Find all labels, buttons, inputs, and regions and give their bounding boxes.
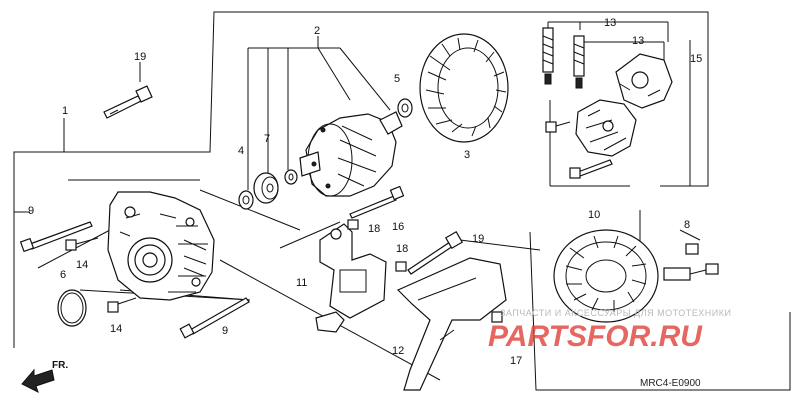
callout-6: 6 (60, 269, 66, 281)
frame-lines (13, 11, 791, 391)
callout-12: 12 (392, 345, 404, 357)
alternator-front-housing (553, 229, 659, 323)
screw-14-lower (107, 297, 137, 313)
regulator-assembly-10 (545, 99, 637, 179)
callout-15: 15 (690, 53, 702, 65)
bearing-7 (253, 172, 279, 204)
callout-8: 8 (684, 219, 690, 231)
cover-12 (396, 257, 507, 391)
watermark-caption: ЗАПЧАСТИ И АКСЕССУАРЫ ДЛЯ МОТОТЕХНИКИ (500, 308, 731, 318)
nut-17 (491, 311, 503, 323)
brush-13-a (542, 27, 554, 85)
bracket-11 (315, 223, 387, 333)
callout-14-lower: 14 (110, 323, 122, 335)
callout-14-upper: 14 (76, 259, 88, 271)
terminal-8 (663, 243, 719, 281)
callout-10: 10 (588, 209, 600, 221)
screw-18-lower (395, 261, 407, 272)
callout-3: 3 (464, 149, 470, 161)
bolt-9-left (19, 221, 93, 253)
o-ring-6 (57, 289, 87, 327)
callout-13-top: 13 (604, 17, 616, 29)
callout-labels: 1 2 3 4 5 6 7 8 9 9 10 11 12 13 13 14 14… (28, 17, 702, 367)
bolt-19-middle (407, 230, 464, 275)
callout-11: 11 (296, 277, 307, 289)
callout-5: 5 (394, 73, 400, 85)
watermark-logo: PARTSFOR.RU (488, 320, 703, 353)
screw-14-upper (65, 237, 99, 251)
callout-9-lower: 9 (222, 325, 228, 337)
bearing-4 (238, 190, 254, 210)
watermark: ЗАПЧАСТИ И АКСЕССУАРЫ ДЛЯ МОТОТЕХНИКИ PA… (488, 308, 731, 353)
callout-4: 4 (238, 145, 244, 157)
callout-18-lower: 18 (396, 243, 408, 255)
callout-19-middle: 19 (472, 233, 484, 245)
front-direction-arrow: FR. (21, 360, 68, 393)
callout-16: 16 (392, 221, 404, 233)
rotor-assembly (299, 111, 403, 197)
callout-19-top: 19 (134, 51, 146, 63)
collar-small (284, 169, 298, 185)
callout-1: 1 (62, 105, 68, 117)
bolt-16 (349, 185, 405, 219)
diagram-code: MRC4-E0900 (640, 378, 701, 389)
collar-5 (397, 98, 413, 118)
brush-holder-15 (615, 53, 673, 109)
brush-13-b (573, 35, 585, 89)
bolt-19-top (103, 62, 153, 119)
stator-3 (419, 33, 509, 143)
callout-18-upper: 18 (368, 223, 380, 235)
direction-label: FR. (52, 360, 68, 371)
bolt-9-lower (179, 297, 250, 339)
callout-17: 17 (510, 355, 522, 367)
callout-7: 7 (264, 133, 270, 145)
callout-9-left: 9 (28, 205, 34, 217)
alternator-rear-housing (107, 191, 215, 301)
callout-13-inner: 13 (632, 35, 644, 47)
screw-18-upper (347, 219, 359, 230)
callout-2: 2 (314, 25, 320, 37)
